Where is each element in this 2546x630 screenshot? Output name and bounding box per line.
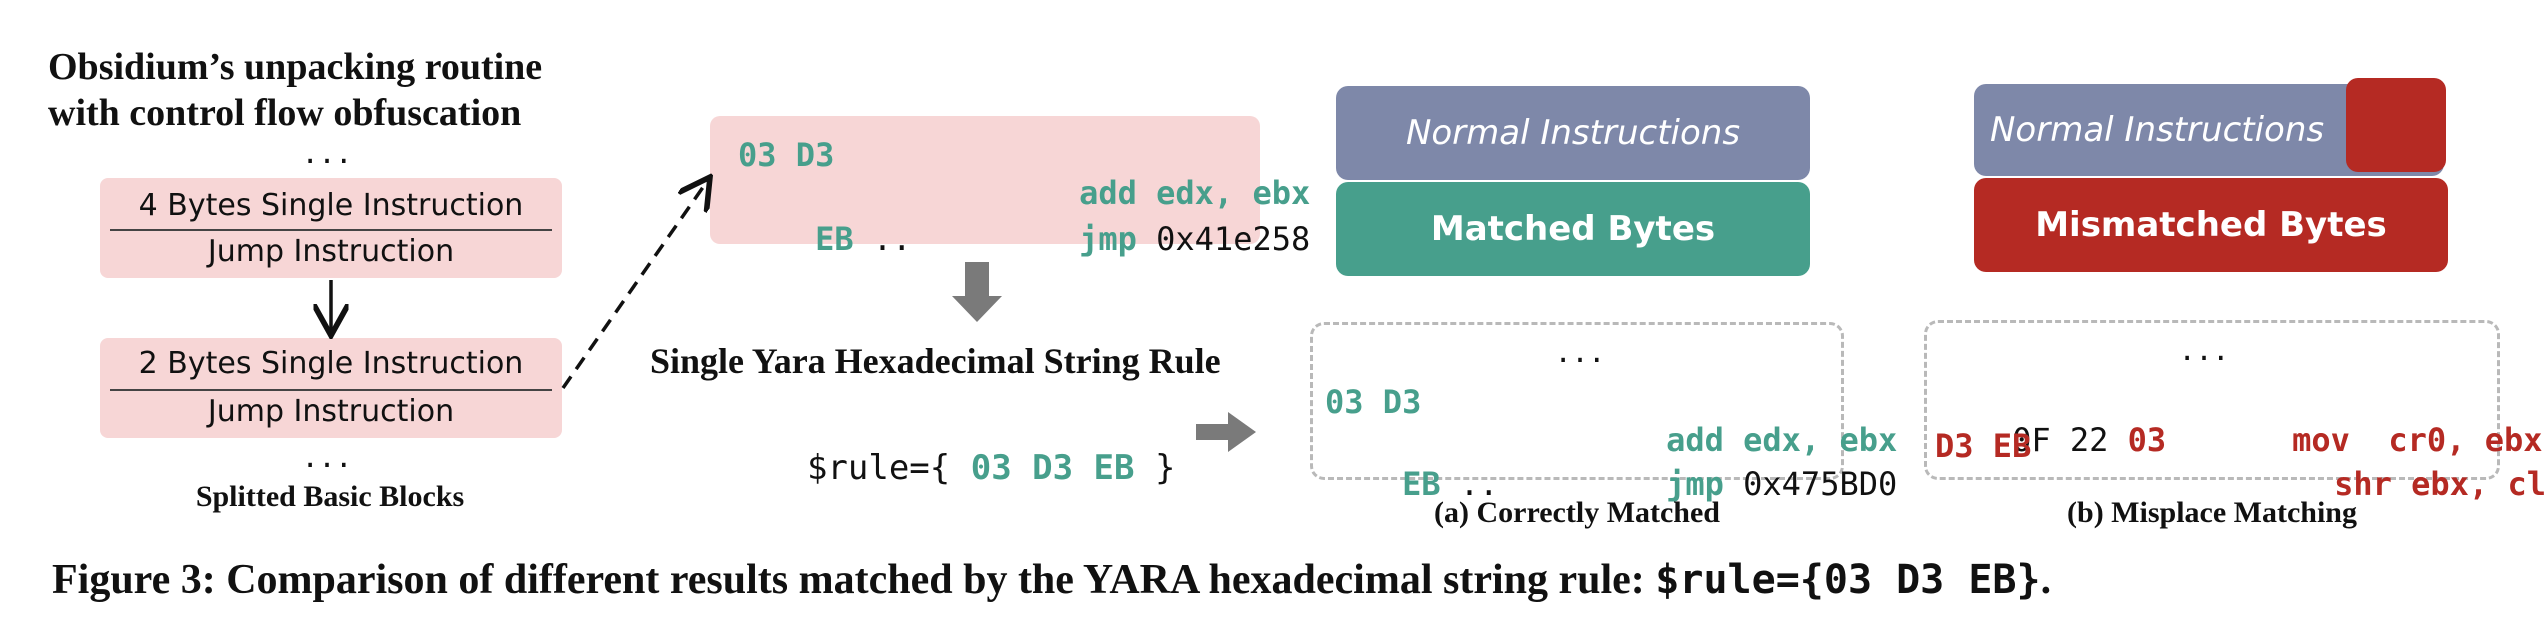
mismatched-ops-2: ebx, cl (2411, 465, 2546, 503)
matched-mnem-1: add (1666, 421, 1724, 459)
code-mnem-2: jmp (1079, 220, 1137, 258)
rule-text: $rule={ 03 D3 EB } (766, 408, 1175, 488)
code-ops-2: 0x41e258 (1156, 220, 1311, 258)
basic-block-1-divider (110, 229, 552, 231)
left-dots-bottom: ... (304, 436, 356, 476)
matched-bytes-1: 03 D3 (1325, 383, 1422, 421)
code-ops-1: edx, ebx (1156, 174, 1311, 212)
routine-title: Obsidium’s unpacking routine with contro… (48, 44, 542, 136)
panel-a-caption: (a) Correctly Matched (1434, 496, 1720, 529)
matched-ops-2: 0x475BD0 (1743, 465, 1898, 503)
figure-caption-suffix: . (2040, 557, 2052, 603)
matched-mnem-2: jmp (1666, 465, 1724, 503)
code-bytes-2b: .. (853, 220, 912, 258)
normal-instructions-label-a: Normal Instructions (1405, 113, 1741, 153)
figure-caption: Figure 3: Comparison of different result… (52, 556, 2051, 604)
matched-bytes-bar: Matched Bytes (1336, 182, 1810, 276)
mismatched-bytes-1a: 0F 22 (2012, 421, 2128, 459)
matched-bytes-label: Matched Bytes (1430, 209, 1716, 249)
matched-instr-1: add edx, ebx (1589, 383, 1897, 497)
dashed-pointer-arrow (561, 180, 708, 390)
down-arrow (952, 262, 1002, 322)
routine-title-line1: Obsidium’s unpacking routine (48, 46, 543, 88)
rule-bytes: 03 D3 EB (970, 448, 1135, 488)
mismatched-mnem-2: shr (2334, 465, 2392, 503)
figure-caption-prefix: Figure 3: Comparison of different result… (52, 557, 1656, 603)
panel-b-caption: (b) Misplace Matching (2067, 496, 2357, 529)
mismatched-bytes-1b: 03 (2127, 421, 2167, 459)
matched-bytes-2b: .. (1440, 465, 1499, 503)
mismatched-mnem-1: mov (2292, 421, 2350, 459)
matched-bytes-2a: EB (1402, 465, 1441, 503)
mismatched-bytes-label: Mismatched Bytes (2035, 205, 2387, 245)
code-instr-2: jmp 0x41e258 (1002, 182, 1310, 296)
rule-title: Single Yara Hexadecimal String Rule (650, 341, 1221, 381)
code-bytes-2a: EB (815, 220, 854, 258)
matched-code-box: ... 03 D3 add edx, ebx EB .. jmp 0x475BD… (1310, 322, 1897, 503)
right-arrow (1196, 412, 1256, 452)
mismatched-bytes-2: D3 EB (1935, 427, 2032, 465)
splitted-blocks-caption: Splitted Basic Blocks (195, 480, 465, 513)
code-snippet-box: 03 D3 add edx, ebx EB .. jmp 0x41e258 (710, 116, 1310, 258)
basic-block-1-top: 4 Bytes Single Instruction (138, 188, 524, 223)
code-bytes-2: EB .. (738, 182, 911, 296)
mismatched-instr-2: shr ebx, cl (2257, 427, 2546, 541)
mismatched-code-dots: ... (2181, 329, 2233, 369)
mismatched-bytes-1: 0F 22 03 (1935, 383, 2166, 497)
basic-block-2-bottom: Jump Instruction (207, 394, 455, 429)
routine-title-line2: with control flow obfuscation (48, 92, 522, 134)
mismatched-ops-1: cr0, ebx (2388, 421, 2543, 459)
code-bytes-1: 03 D3 (738, 136, 835, 174)
basic-block-1: 4 Bytes Single Instruction Jump Instruct… (100, 178, 562, 278)
normal-instructions-label-b: Normal Instructions (1990, 110, 2325, 150)
mismatched-code-box: ... 0F 22 03 mov cr0, ebx D3 EB shr ebx,… (1924, 320, 2546, 503)
code-mnem-1: add (1079, 174, 1137, 212)
matched-instr-2: jmp 0x475BD0 (1589, 427, 1897, 541)
basic-block-2: 2 Bytes Single Instruction Jump Instruct… (100, 338, 562, 438)
normal-instructions-bar-a: Normal Instructions (1336, 86, 1810, 180)
matched-code-dots: ... (1557, 331, 1609, 371)
rule-suffix: } (1134, 448, 1176, 488)
mismatch-overlap-block (2346, 78, 2446, 172)
code-instr-1: add edx, ebx (1002, 136, 1310, 250)
figure-caption-rule: $rule={03 D3 EB} (1655, 557, 2041, 603)
rule-prefix: $rule={ (806, 448, 971, 488)
basic-block-1-bottom: Jump Instruction (207, 234, 455, 269)
left-dots-top: ... (304, 132, 356, 172)
basic-block-2-divider (110, 389, 552, 391)
matched-ops-1: edx, ebx (1743, 421, 1898, 459)
basic-block-2-top: 2 Bytes Single Instruction (138, 346, 524, 381)
matched-bytes-2: EB .. (1325, 427, 1498, 541)
mismatched-bytes-bar: Mismatched Bytes (1974, 178, 2448, 272)
mismatched-instr-1: mov cr0, ebx (2215, 383, 2543, 497)
